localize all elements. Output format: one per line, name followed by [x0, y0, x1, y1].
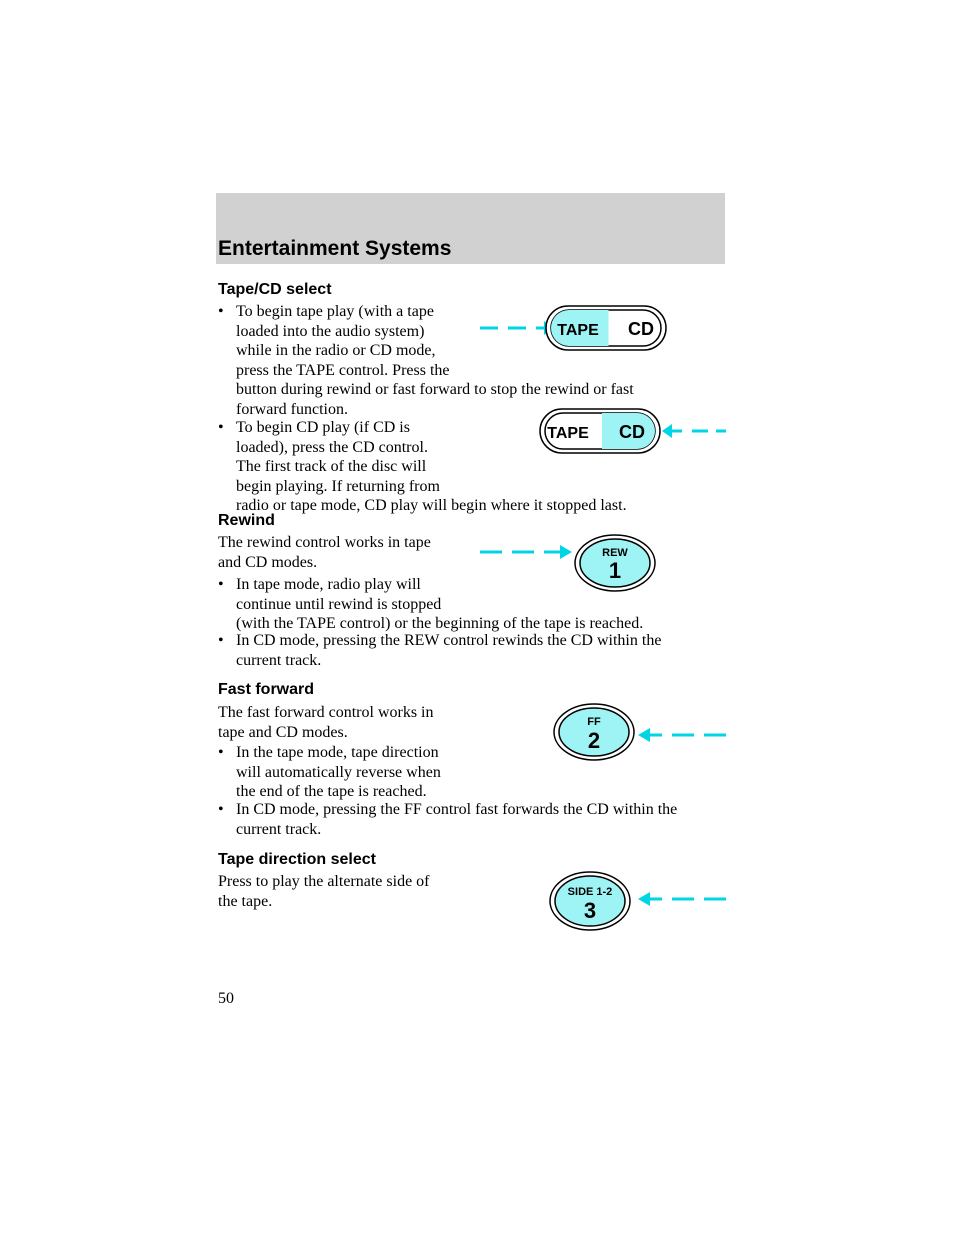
heading-tape-cd-select: Tape/CD select: [218, 281, 332, 298]
side-button-illustration: SIDE 1-2 3: [549, 871, 726, 931]
arrow-head-icon: [560, 545, 572, 559]
page-number: 50: [218, 990, 234, 1007]
heading-rewind: Rewind: [218, 512, 275, 529]
section-header-bar: [216, 193, 725, 264]
heading-tape-direction: Tape direction select: [218, 851, 376, 868]
cd-label: CD: [619, 422, 645, 442]
cd-label: CD: [628, 319, 654, 339]
bullet-cd-play: • To begin CD play (if CD is loaded), pr…: [218, 419, 627, 515]
heading-fast-forward: Fast forward: [218, 681, 315, 698]
ff-button-illustration: FF 2: [553, 703, 726, 761]
tape-label: TAPE: [547, 425, 589, 442]
bullet-dot: •: [218, 419, 224, 436]
bullet-rewind-tape: • In tape mode, radio play will continue…: [218, 576, 644, 633]
bullet-dot: •: [218, 744, 224, 761]
fast-forward-intro: The fast forward control works in tape a…: [218, 704, 434, 741]
section-title: Entertainment Systems: [218, 237, 452, 260]
bullet-tape-play: • To begin tape play (with a tape loaded…: [218, 303, 634, 418]
bullet-dot: •: [218, 801, 224, 818]
ff-label: FF: [587, 716, 601, 728]
rew-number: 1: [609, 558, 621, 583]
bullet-ff-tape: • In the tape mode, tape direction will …: [218, 744, 441, 801]
tape-direction-intro: Press to play the alternate side of the …: [218, 873, 430, 910]
arrow-head-icon: [638, 728, 650, 742]
bullet-dot: •: [218, 632, 224, 649]
side-number: 3: [584, 898, 596, 923]
bullet-dot: •: [218, 303, 224, 320]
tape-button-illustration: TAPE CD: [480, 305, 667, 351]
arrow-head-icon: [662, 424, 672, 438]
side-label: SIDE 1-2: [568, 886, 613, 898]
cd-button-illustration: TAPE CD: [539, 408, 726, 454]
arrow-head-icon: [638, 892, 650, 906]
bullet-ff-cd: • In CD mode, pressing the FF control fa…: [218, 801, 678, 838]
bullet-dot: •: [218, 576, 224, 593]
rew-label: REW: [602, 547, 628, 559]
ff-number: 2: [588, 728, 600, 753]
rewind-intro: The rewind control works in tape and CD …: [218, 534, 431, 571]
bullet-rewind-cd: • In CD mode, pressing the REW control r…: [218, 632, 662, 669]
tape-label: TAPE: [557, 322, 599, 339]
rew-button-illustration: REW 1: [480, 534, 656, 592]
